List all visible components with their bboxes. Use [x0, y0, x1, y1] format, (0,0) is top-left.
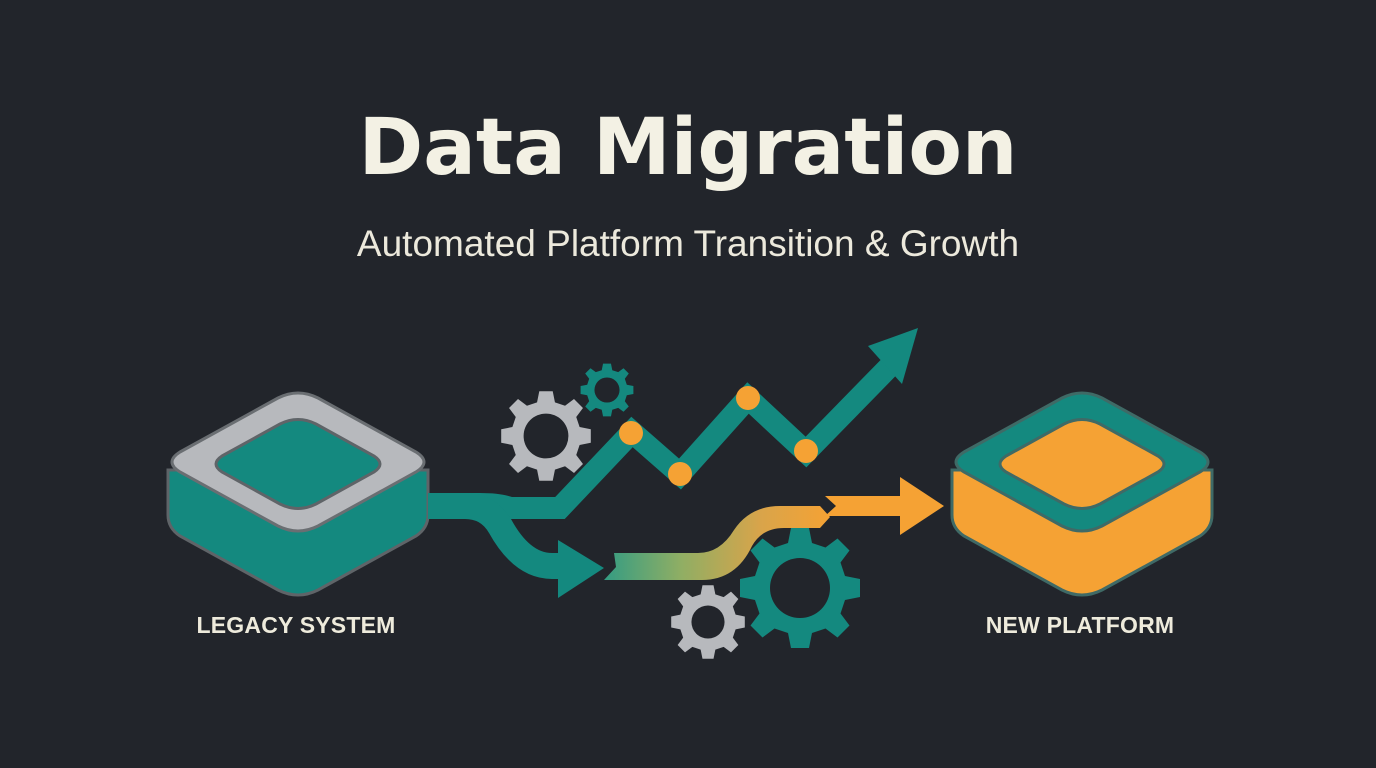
gear-icon [501, 391, 591, 481]
legacy-system-label: LEGACY SYSTEM [196, 612, 396, 638]
new-platform-label: NEW PLATFORM [985, 612, 1175, 638]
page-title: Data Migration [358, 103, 1018, 193]
growth-arrow-icon [428, 328, 918, 519]
migration-arrow-icon [428, 477, 944, 598]
new-platform-icon [950, 391, 1214, 597]
gear-icon [671, 585, 745, 659]
gear-icon [740, 528, 860, 648]
gear-icon [580, 363, 634, 417]
page-subtitle: Automated Platform Transition & Growth [356, 223, 1020, 264]
legacy-system-icon [166, 391, 430, 597]
